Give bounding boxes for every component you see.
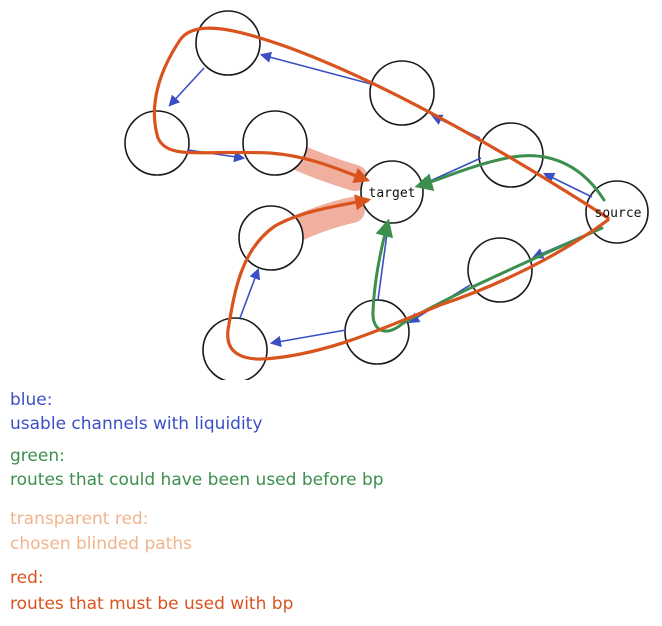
legend-transparent-red-description: chosen blinded paths [10,534,192,554]
channel-bottom-mid-bottom-left [269,329,347,347]
blinded-paths [277,142,368,245]
legend-blue-title: blue: [10,390,53,410]
nodes [124,10,649,380]
channel-top-left-left [168,67,205,107]
network-diagram: target source [124,10,649,380]
node-center-left [242,110,308,176]
red-route-upper [152,26,610,220]
target-label: target [369,186,416,201]
legend-red-description: routes that must be used with bp [10,594,294,614]
routes-red [152,26,610,361]
channel-bottom-mid-target [377,223,393,301]
legend-green-title: green: [10,446,65,466]
channel-top-mid-top-left [259,51,372,85]
node-left [124,110,190,176]
channel-bottom-left-mid-left [239,267,261,319]
node-mid-left [238,205,304,271]
legend-transparent-red-title: transparent red: [10,509,149,529]
node-right-lower [467,237,533,303]
source-label: source [595,206,642,221]
node-top-mid [369,60,435,126]
green-route-lower [371,218,604,333]
legend-blue-description: usable channels with liquidity [10,414,263,434]
node-bottom-left [202,317,268,380]
legend-green-description: routes that could have been used before … [10,470,384,490]
red-route-lower [226,194,610,361]
node-top-left [195,10,261,76]
node-right-upper [478,122,544,188]
legend-red-title: red: [10,568,44,588]
channel-source-right-upper [542,172,593,198]
